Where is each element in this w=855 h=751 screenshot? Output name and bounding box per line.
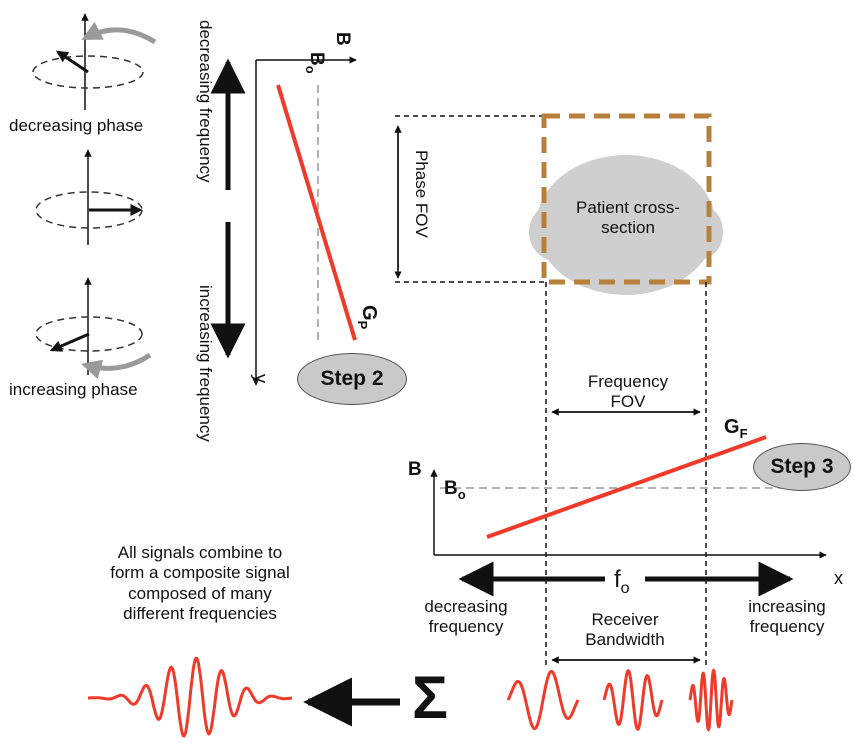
label-increasing-frequency-vertical: increasing frequency	[196, 285, 215, 442]
mid-frequency-wave	[602, 669, 664, 731]
label-decreasing-frequency-vertical: decreasing frequency	[196, 20, 215, 183]
phase-fov-markers	[394, 115, 548, 283]
label-gf: GF	[724, 416, 748, 441]
step2-badge: Step 2	[297, 353, 407, 405]
step3-axes	[430, 435, 827, 559]
frequency-gradient-line	[486, 435, 767, 539]
phase-gradient-line	[276, 84, 357, 341]
high-frequency-wave	[688, 668, 734, 732]
label-phase-fov: Phase FOV	[412, 150, 431, 238]
label-composite-signal: All signals combine to form a composite …	[110, 543, 290, 624]
axis-label-y: y	[251, 374, 271, 383]
fov-box	[541, 113, 712, 285]
label-gp: GP	[355, 305, 380, 330]
label-patient-cross-section: Patient cross-section	[576, 197, 680, 237]
label-decreasing-phase: decreasing phase	[9, 116, 144, 135]
label-b0-step3: Bo	[444, 478, 466, 502]
label-f0: fo	[614, 566, 630, 597]
low-frequency-wave	[506, 669, 580, 731]
step2-axes	[252, 56, 357, 386]
label-b0-step2: Bo	[303, 52, 327, 74]
composite-signal-wave	[88, 656, 293, 738]
spin-decreasing-phase	[32, 13, 157, 110]
spin-zero-phase	[35, 149, 143, 245]
spin-increasing-phase	[35, 277, 152, 380]
axis-label-b-step3: B	[408, 459, 422, 480]
label-increasing-phase: increasing phase	[9, 380, 138, 399]
step3-badge: Step 3	[753, 443, 851, 491]
axis-label-b-step2: B	[332, 32, 353, 46]
sigma-sum-symbol: Σ	[412, 664, 449, 731]
axis-label-x: x	[834, 568, 843, 588]
